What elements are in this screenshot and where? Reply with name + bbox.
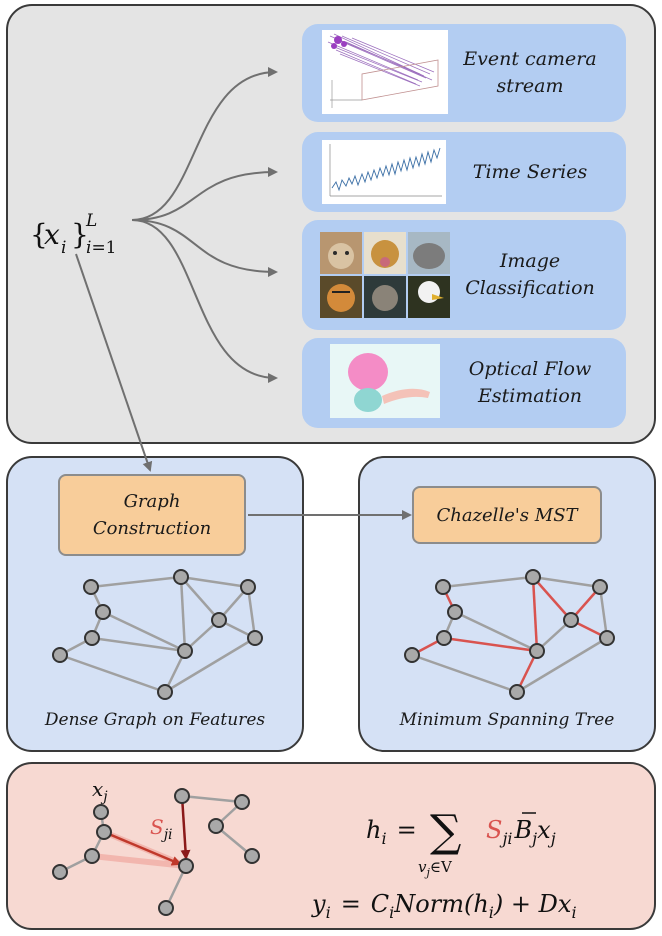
graph-node — [525, 569, 541, 585]
graph-node — [599, 630, 615, 646]
graph-node — [173, 569, 189, 585]
optical-flow-thumbnail — [330, 344, 440, 418]
graph-node — [177, 643, 193, 659]
graph-node — [95, 604, 111, 620]
svg-text:yi=CiNorm(hi) + Dxi: yi=CiNorm(hi) + Dxi — [311, 890, 577, 922]
mst-edge — [443, 636, 538, 653]
time-series-plot-thumbnail — [322, 140, 446, 204]
graph-edge — [59, 653, 166, 694]
graph-edge — [454, 610, 538, 653]
graph-node — [447, 604, 463, 620]
svg-text:{: { — [30, 218, 48, 251]
graph-node — [52, 647, 68, 663]
task-label: Image Classification — [465, 250, 595, 299]
graph-node — [563, 612, 579, 628]
formula: hi= ∑ vj∈V SjiBjxj yi=CiNorm(hi) + Dxi — [311, 806, 577, 922]
svg-text:vj∈V: vj∈V — [418, 858, 453, 879]
svg-text:hi=: hi= — [366, 816, 417, 848]
xj-label: xj — [92, 777, 108, 805]
task-label: Optical Flow Estimation — [468, 358, 592, 407]
event-camera-thumbnail — [322, 30, 448, 114]
svg-text:i=1: i=1 — [86, 238, 117, 258]
svg-text:}: } — [71, 218, 89, 251]
svg-text:SjiBjxj: SjiBjxj — [486, 816, 556, 848]
task-label: Time Series — [472, 160, 588, 183]
chazelle-mst-box: Chazelle's MST — [412, 486, 602, 544]
svg-text:∑: ∑ — [430, 806, 461, 857]
mst-caption: Minimum Spanning Tree — [399, 710, 615, 730]
graph-edge — [180, 575, 249, 589]
dense-graph-caption: Dense Graph on Features — [44, 710, 266, 730]
graph-edge — [442, 575, 534, 589]
graph-node — [404, 647, 420, 663]
graph-node — [211, 612, 227, 628]
graph-node — [240, 579, 256, 595]
graph-node — [247, 630, 263, 646]
task-optical-flow: Optical Flow Estimation — [302, 338, 626, 428]
graph-node — [435, 579, 451, 595]
mst-edge — [532, 576, 572, 621]
graph-edge — [598, 586, 609, 639]
propagation-graph: xj Sji — [52, 777, 260, 916]
graph-edge — [411, 653, 518, 694]
animal-images-grid — [320, 232, 450, 318]
graph-node — [436, 630, 452, 646]
graph-node — [509, 684, 525, 700]
branch-arrows — [75, 67, 412, 520]
graph-edge — [516, 636, 608, 694]
graph-node — [529, 643, 545, 659]
task-event-camera: Event camera stream — [302, 24, 626, 122]
graph-edge — [164, 636, 256, 694]
graph-edge — [246, 586, 257, 639]
graph-node — [84, 630, 100, 646]
graph-edge — [532, 575, 601, 589]
svg-text:x: x — [44, 218, 60, 251]
task-label: Event camera stream — [463, 48, 597, 97]
task-image-classification: Image Classification — [302, 220, 626, 330]
graph-node — [592, 579, 608, 595]
sji-label: Sji — [150, 815, 173, 843]
graph-edge — [90, 575, 182, 589]
graph-edge — [102, 610, 186, 653]
graph-edge — [91, 636, 186, 653]
propagation-formula-panel — [6, 762, 656, 930]
input-symbol: { x i } L i=1 — [30, 211, 117, 258]
mst-graph — [404, 569, 615, 700]
graph-construction-box: Graph Construction — [58, 474, 246, 556]
task-time-series: Time Series — [302, 132, 626, 212]
mst-edge — [531, 576, 539, 652]
graph-edge — [179, 576, 187, 652]
graph-node — [83, 579, 99, 595]
dense-graph — [52, 569, 263, 700]
svg-text:L: L — [85, 211, 97, 231]
graph-node — [157, 684, 173, 700]
svg-text:i: i — [61, 238, 66, 258]
graph-edge — [180, 576, 220, 621]
